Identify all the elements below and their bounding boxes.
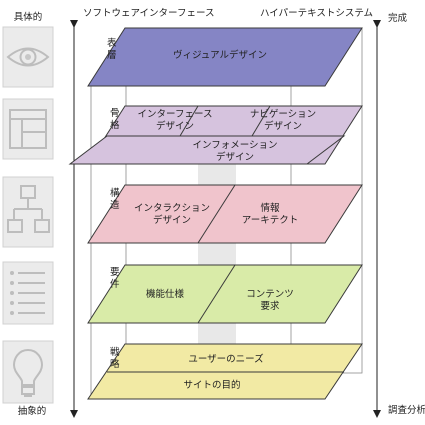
plane-structure-label-2: 造	[110, 199, 120, 211]
plane-skeleton: 骨 格 インターフェース デザイン ナビゲーション デザイン インフォメーション…	[68, 105, 363, 165]
flowchart-icon	[2, 176, 54, 248]
plane-skeleton-cell-1-line-1: インターフェース	[138, 109, 213, 120]
plane-structure-cell-2-line-1: 情報	[260, 202, 280, 214]
plane-strategy-label-2: 略	[110, 358, 120, 370]
plane-skeleton-cell-1-line-2: デザイン	[156, 120, 194, 132]
plane-scope-label-1: 要	[110, 267, 120, 278]
plane-structure: 構 造 インタラクション デザイン 情報 アーキテクト	[87, 184, 363, 244]
plane-skeleton-cell-3-line-2: デザイン	[216, 151, 254, 163]
lightbulb-icon	[2, 340, 54, 404]
plane-strategy-cell-1: ユーザーのニーズ	[188, 353, 264, 365]
plane-scope-cell-2-line-1: コンテンツ	[246, 289, 294, 300]
axis-top-left-label: 具体的	[14, 11, 43, 23]
plane-skeleton-cell-2-line-2: デザイン	[264, 120, 302, 132]
plane-strategy-label-1: 戦	[110, 346, 120, 358]
plane-skeleton-cell-3-line-1: インフォメーション	[192, 140, 277, 151]
plane-skeleton-label-2: 格	[110, 119, 120, 131]
plane-skeleton-label-1: 骨	[110, 108, 120, 119]
plane-scope-cell-1: 機能仕様	[146, 288, 185, 300]
plane-surface-label-2: 層	[107, 50, 117, 61]
plane-surface: 表 層 ヴィジュアルデザイン	[87, 27, 363, 87]
plane-surface-cell-1: ヴィジュアルデザイン	[173, 49, 267, 61]
plane-structure-cell-2-line-2: アーキテクト	[242, 215, 298, 226]
checklist-icon	[2, 261, 54, 325]
plane-skeleton-cell-2-line-1: ナビゲーション	[250, 108, 316, 120]
plane-strategy: 戦 略 ユーザーのニーズ サイトの目的	[87, 343, 363, 400]
icon-column	[2, 26, 54, 404]
axis-right-top-label: 完成	[388, 12, 408, 24]
axis-right-bottom-label: 調査分析	[388, 404, 425, 416]
plane-scope-cell-2-line-2: 要求	[260, 300, 280, 312]
plane-scope: 要 件 機能仕様 コンテンツ 要求	[87, 264, 363, 324]
axis-bottom-left-label: 抽象的	[18, 405, 47, 417]
top-left-label: ソフトウェアインターフェース	[83, 8, 214, 19]
plane-structure-label-1: 構	[110, 187, 120, 199]
eye-icon	[2, 26, 54, 88]
plane-strategy-cell-2: サイトの目的	[183, 379, 240, 391]
plane-scope-label-2: 件	[110, 278, 120, 290]
plane-surface-label-1: 表	[107, 37, 117, 49]
layout-icon	[2, 98, 54, 160]
plane-structure-cell-1-line-2: デザイン	[153, 214, 191, 226]
top-right-label: ハイパーテキストシステム	[260, 8, 373, 19]
plane-structure-cell-1-line-1: インタラクション	[134, 203, 210, 214]
